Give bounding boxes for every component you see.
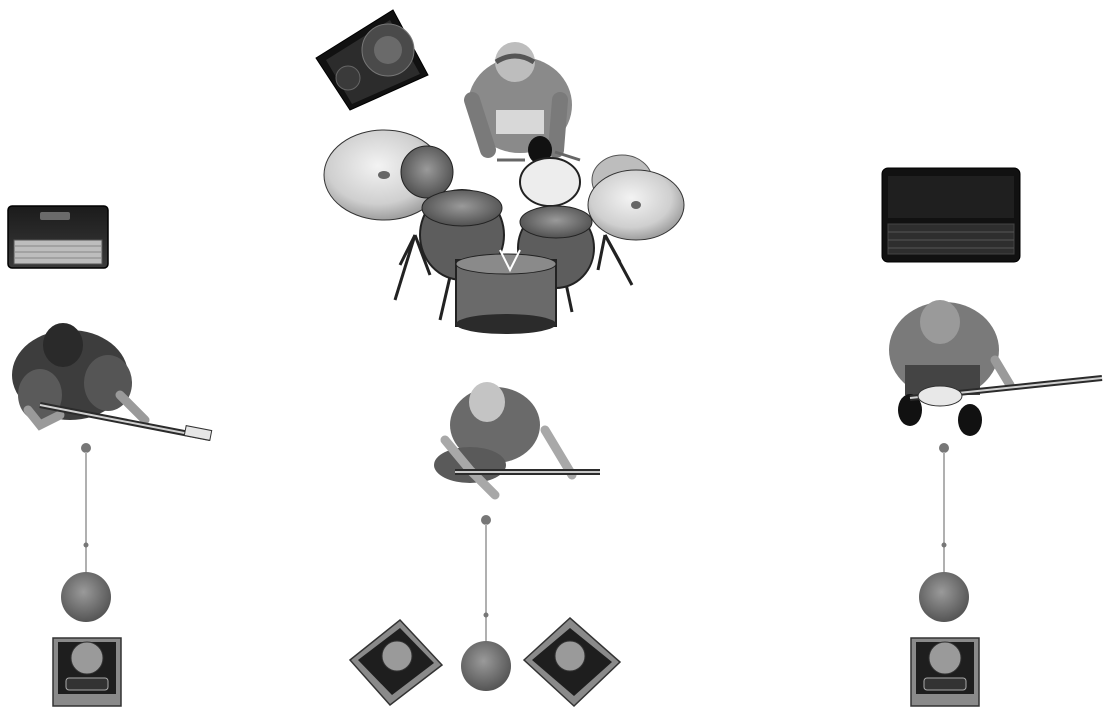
bass-amp-icon [882, 168, 1020, 262]
stage-monitor-icon [53, 638, 121, 706]
guitarist-left-icon [12, 323, 212, 440]
mic-stand-icon [919, 443, 969, 622]
stage-monitor-icon [524, 618, 620, 706]
stage-monitor-icon [350, 620, 442, 705]
guitar-amp-icon [8, 206, 108, 268]
mic-stand-icon [61, 443, 111, 622]
mic-stand-icon [461, 515, 511, 691]
guitarist-right-icon [889, 300, 1102, 436]
drummer-icon [468, 42, 580, 164]
pa-speaker-icon [316, 10, 428, 110]
guitarist-center-icon [434, 382, 600, 495]
stage-monitor-icon [911, 638, 979, 706]
